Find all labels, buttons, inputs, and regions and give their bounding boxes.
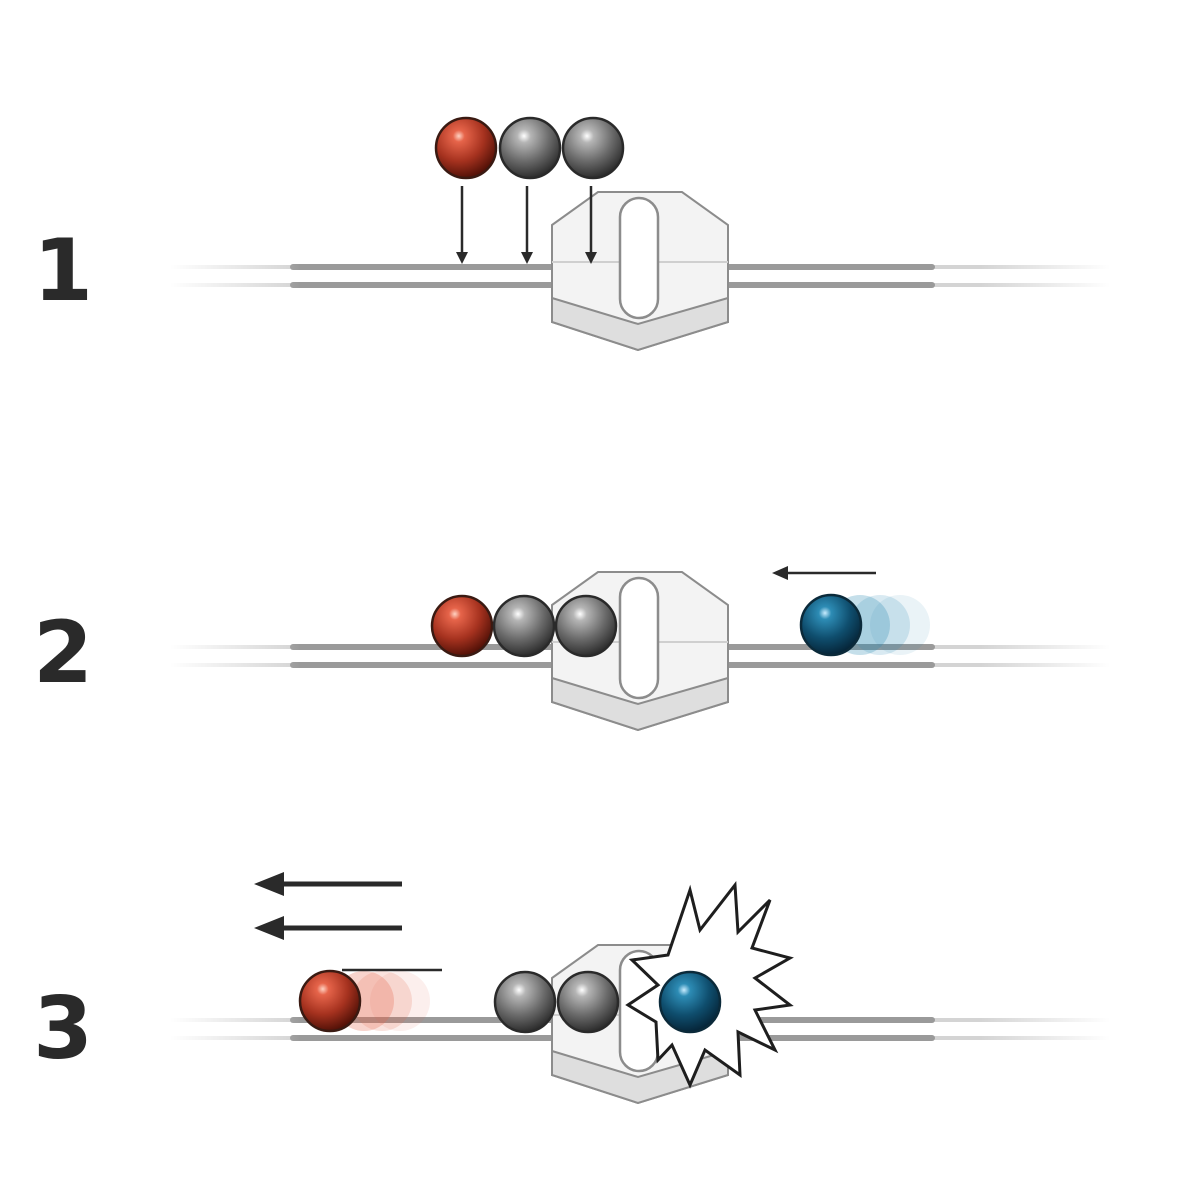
red-ball: [298, 969, 362, 1033]
red-ball: [430, 594, 494, 658]
step-number-3: 3: [33, 979, 93, 1079]
step-2-scene: [170, 566, 1110, 732]
blue-ball: [799, 593, 863, 657]
fast-motion-arrow-left: [254, 872, 402, 896]
steel-ball: [561, 116, 625, 180]
drop-arrow: [521, 186, 533, 264]
motion-trail: [334, 971, 430, 1031]
drop-arrow: [456, 186, 468, 264]
fast-motion-arrow-left: [254, 916, 402, 940]
motion-arrow-left: [772, 566, 876, 580]
magnet-launcher-block: [551, 191, 729, 352]
red-ball: [434, 116, 498, 180]
steel-ball: [493, 970, 557, 1034]
steel-ball: [554, 594, 618, 658]
steel-ball: [498, 116, 562, 180]
step-3-scene: [170, 872, 1110, 1105]
step-1-scene: [170, 116, 1110, 352]
steel-ball: [556, 970, 620, 1034]
steel-ball: [492, 594, 556, 658]
blue-ball: [658, 970, 722, 1034]
step-number-2: 2: [33, 603, 93, 703]
drop-arrow: [585, 186, 597, 264]
step-number-1: 1: [33, 221, 93, 321]
